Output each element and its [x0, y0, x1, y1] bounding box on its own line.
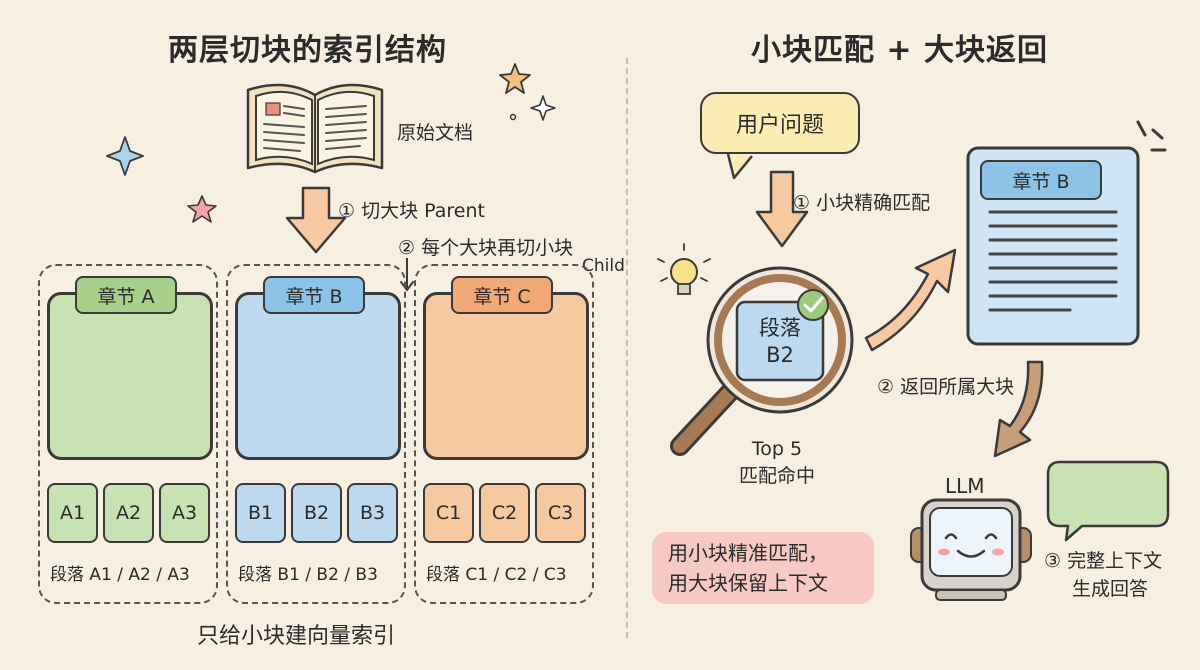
step3-label: ③ 完整上下文 生成回答	[1044, 548, 1162, 603]
sparkle-icon	[509, 95, 556, 121]
book-label: 原始文档	[397, 122, 474, 144]
chapter-block-a	[47, 292, 213, 460]
check-icon	[797, 289, 829, 321]
paragraph-block: B1	[235, 483, 286, 543]
hit-line1: Top 5	[751, 438, 803, 460]
user-question-bubble: 用户问题	[700, 92, 860, 154]
step3-line1: ③ 完整上下文	[1044, 550, 1163, 572]
left-title: 两层切块的索引结构	[168, 33, 447, 68]
lens-line1: 段落	[759, 316, 801, 340]
right-title: 小块匹配 + 大块返回	[751, 33, 1049, 68]
paragraph-block: C1	[423, 483, 474, 543]
document-icon	[966, 120, 1167, 346]
hit-line2: 匹配命中	[738, 464, 815, 487]
step1-match-label: ① 小块精确匹配	[793, 192, 931, 214]
open-book-icon	[246, 83, 384, 174]
llm-label: LLM	[945, 474, 985, 498]
chapter-group-a	[38, 264, 218, 604]
chapter-tab-c: 章节 C	[451, 276, 553, 314]
note-line1: 用小块精准匹配，	[668, 541, 828, 565]
curved-arrow-icon	[993, 360, 1044, 458]
hit-label: Top 5 匹配命中	[722, 436, 832, 489]
paragraph-block: B3	[347, 483, 398, 543]
summary-note: 用小块精准匹配， 用大块保留上下文	[652, 532, 874, 604]
paragraph-block: C2	[479, 483, 530, 543]
paragraph-caption-c: 段落 C1 / C2 / C3	[426, 565, 567, 585]
paragraph-block: C3	[535, 483, 586, 543]
star-icon	[187, 195, 217, 223]
curved-arrow-icon	[864, 248, 957, 352]
chapter-group-b	[226, 264, 406, 604]
paragraph-block: B2	[291, 483, 342, 543]
chapter-block-c	[423, 292, 589, 460]
lightbulb-icon	[657, 243, 711, 295]
step3-line2: 生成回答	[1072, 577, 1149, 600]
chapter-block-b	[235, 292, 401, 460]
small-down-arrow-icon	[400, 258, 414, 292]
down-arrow-icon	[285, 186, 347, 254]
left-footer: 只给小块建向量索引	[197, 624, 396, 649]
paragraph-block: A1	[47, 483, 98, 543]
paragraph-caption-a: 段落 A1 / A2 / A3	[50, 565, 190, 585]
chapter-tab-b: 章节 B	[263, 276, 365, 314]
paragraph-block: A2	[103, 483, 154, 543]
paragraph-caption-b: 段落 B1 / B2 / B3	[238, 565, 378, 585]
lens-line2: B2	[766, 343, 794, 368]
doc-chapter-tab: 章节 B	[980, 160, 1102, 200]
star-icon	[499, 63, 531, 94]
robot-icon	[910, 498, 1032, 601]
sparkle-icon	[106, 136, 144, 176]
step2-return-label: ② 返回所属大块	[877, 376, 1015, 398]
center-divider	[626, 58, 628, 638]
step1-label: ① 切大块 Parent	[338, 200, 485, 222]
lens-paragraph-label: 段落 B2	[737, 315, 823, 370]
chapter-group-c	[414, 264, 594, 604]
paragraph-block: A3	[159, 483, 210, 543]
note-line2: 用大块保留上下文	[668, 571, 828, 595]
step2-label: ② 每个大块再切小块	[398, 237, 574, 259]
chapter-tab-a: 章节 A	[75, 276, 177, 314]
down-arrow-icon	[755, 170, 809, 248]
bubble-tail	[726, 153, 753, 180]
speech-bubble-icon	[1046, 460, 1170, 542]
child-label: Child	[582, 256, 625, 276]
